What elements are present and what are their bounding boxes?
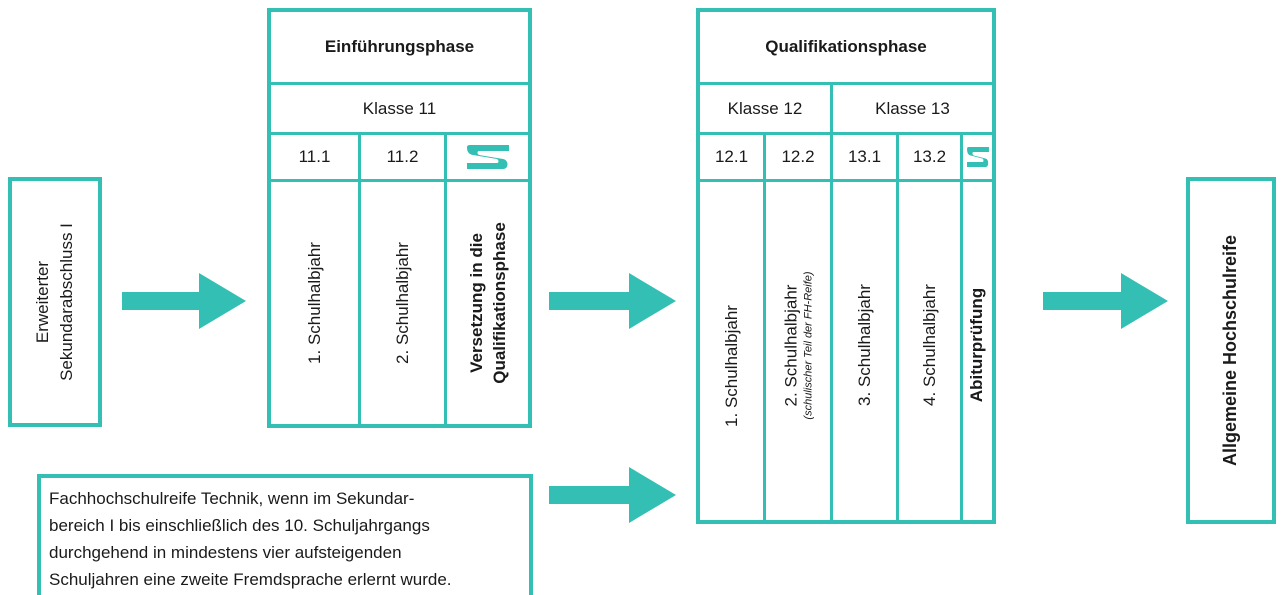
qualifikation-col2-sub: (schulischer Teil der FH-Reife): [802, 270, 815, 420]
fh-note-line1: Fachhochschulreife Technik, wenn im Seku…: [49, 489, 415, 508]
halbjahr-13-2: 13.2: [912, 147, 947, 166]
einfuehrung-col2: 2. Schulhalbjahr: [392, 242, 412, 364]
arrow-right-icon: [549, 467, 676, 523]
qualifikation-col2: 2. Schulhalbjahr: [781, 284, 801, 406]
arrow-right-icon: [1043, 273, 1168, 329]
qualifikation-col3: 3. Schulhalbjahr: [854, 284, 874, 406]
start-box: Erweiterter Sekundarabschluss I: [8, 177, 102, 427]
klasse-13-label: Klasse 13: [875, 98, 950, 118]
fh-note-box: Fachhochschulreife Technik, wenn im Seku…: [37, 474, 533, 595]
start-box-line1: Erweiterter: [33, 260, 53, 344]
fh-note-line4: Schuljahren eine zweite Fremdsprache erl…: [49, 570, 452, 589]
end-box: Allgemeine Hochschulreife: [1186, 177, 1276, 524]
fh-note-line2: bereich I bis einschließlich des 10. Sch…: [49, 516, 430, 535]
einfuehrungsphase-title: Einführungsphase: [324, 37, 475, 56]
s-logo-icon: [963, 135, 992, 179]
halbjahr-11-2: 11.2: [386, 147, 419, 166]
einfuehrungsphase-box: Einführungsphase Klasse 11 11.1 11.2 1. …: [267, 8, 532, 428]
abiturpruefung-label: Abiturprüfung: [967, 287, 987, 403]
start-box-line2: Sekundarabschluss I: [57, 223, 77, 381]
einfuehrung-col1: 1. Schulhalbjahr: [304, 242, 324, 364]
klasse-11-label: Klasse 11: [362, 98, 437, 118]
halbjahr-13-1: 13.1: [847, 147, 882, 166]
klasse-12-label: Klasse 12: [727, 98, 803, 118]
halbjahr-12-1: 12.1: [714, 147, 749, 166]
halbjahr-12-2: 12.2: [781, 147, 815, 166]
qualifikation-col1: 1. Schulhalbjahr: [721, 305, 741, 427]
qualifikationsphase-box: Qualifikationsphase Klasse 12 Klasse 13 …: [696, 8, 996, 524]
s-logo-icon: [447, 135, 528, 179]
qualifikation-col4: 4. Schulhalbjahr: [919, 284, 939, 406]
halbjahr-11-1: 11.1: [298, 147, 331, 166]
fh-note-text: Fachhochschulreife Technik, wenn im Seku…: [49, 485, 452, 593]
arrow-right-icon: [122, 273, 246, 329]
arrow-right-icon: [549, 273, 676, 329]
fh-note-line3: durchgehend in mindestens vier aufsteige…: [49, 543, 402, 562]
versetzung-line2: Qualifikationsphase: [489, 222, 509, 384]
versetzung-line1: Versetzung in die: [466, 233, 486, 373]
qualifikationsphase-title: Qualifikationsphase: [765, 37, 927, 56]
allgemeine-hochschulreife-label: Allgemeine Hochschulreife: [1220, 234, 1241, 467]
